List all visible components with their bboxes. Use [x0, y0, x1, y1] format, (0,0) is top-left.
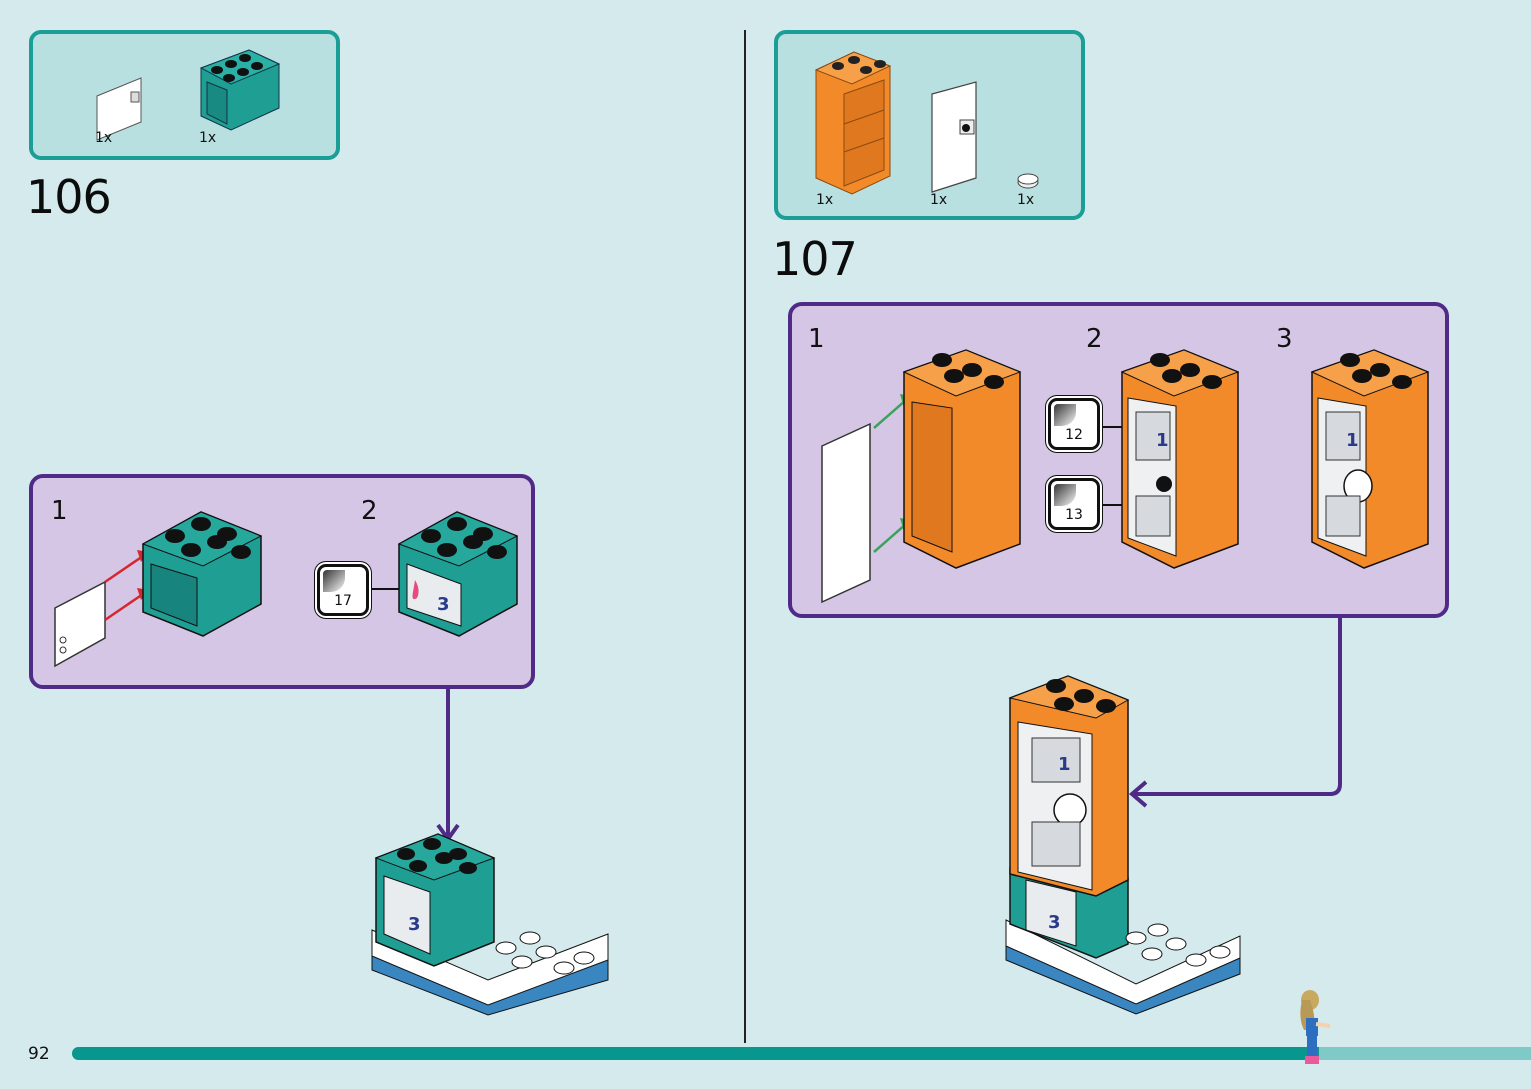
progress-bar-fill — [72, 1047, 1320, 1060]
sticker-callout-13: 13 — [1048, 478, 1100, 530]
svg-text:3: 3 — [1048, 912, 1061, 933]
orange-cupboard-finished-icon: 1 — [1310, 349, 1430, 569]
teal-cupboard-with-sticker-icon: 3 — [397, 511, 519, 637]
substep-number: 1 — [51, 496, 68, 526]
part-qty: 1x — [1017, 192, 1035, 208]
svg-text:1: 1 — [1346, 430, 1359, 451]
parts-list-107: 1x 1x 1x — [774, 30, 1085, 220]
substep-number: 2 — [361, 496, 378, 526]
step-number-107: 107 — [772, 232, 858, 286]
white-tall-door-icon — [821, 422, 871, 604]
svg-text:1: 1 — [1058, 754, 1071, 775]
orange-cupboard-part-icon — [814, 51, 892, 195]
orange-cupboard-open-icon — [902, 349, 1022, 569]
teal-cupboard-open-icon — [141, 511, 263, 637]
sticker-peel-icon — [323, 570, 345, 592]
submodel-box-107: 1 2 12 13 1 3 — [788, 302, 1449, 618]
teal-cupboard-part-icon — [199, 49, 281, 131]
step-number-106: 106 — [26, 170, 112, 224]
substep-number: 3 — [1276, 324, 1293, 354]
placement-arrow-down-icon — [436, 689, 460, 843]
part-qty: 1x — [816, 192, 834, 208]
sticker-peel-icon — [1054, 484, 1076, 506]
svg-text:3: 3 — [408, 914, 421, 935]
assembled-model-107-icon: 3 1 — [1005, 675, 1241, 1015]
part-qty: 1x — [930, 192, 948, 208]
svg-text:3: 3 — [437, 594, 450, 615]
sticker-number: 17 — [334, 593, 352, 609]
submodel-box-106: 1 2 17 3 — [29, 474, 535, 689]
parts-list-106: 1x 1x — [29, 30, 340, 160]
sticker-callout-12: 12 — [1048, 398, 1100, 450]
white-door-part-icon — [96, 77, 142, 141]
orange-cupboard-stickers-icon: 1 — [1120, 349, 1240, 569]
white-door-panel-icon — [54, 580, 106, 668]
placement-arrow-left-icon — [1128, 618, 1342, 808]
sticker-peel-icon — [1054, 404, 1076, 426]
part-qty: 1x — [95, 130, 113, 146]
part-qty: 1x — [199, 130, 217, 146]
sticker-number: 13 — [1065, 507, 1083, 523]
assembled-model-106-icon: 3 — [371, 833, 609, 1016]
sticker-callout-17: 17 — [317, 564, 369, 616]
sticker-number: 12 — [1065, 427, 1083, 443]
page-number: 92 — [28, 1044, 50, 1064]
svg-text:1: 1 — [1156, 430, 1169, 451]
minifigure-progress-marker-icon — [1300, 990, 1331, 1064]
page-divider — [744, 30, 746, 1043]
white-tall-door-part-icon — [931, 81, 977, 193]
substep-number: 1 — [808, 324, 825, 354]
white-round-tile-part-icon — [1017, 173, 1039, 189]
substep-number: 2 — [1086, 324, 1103, 354]
